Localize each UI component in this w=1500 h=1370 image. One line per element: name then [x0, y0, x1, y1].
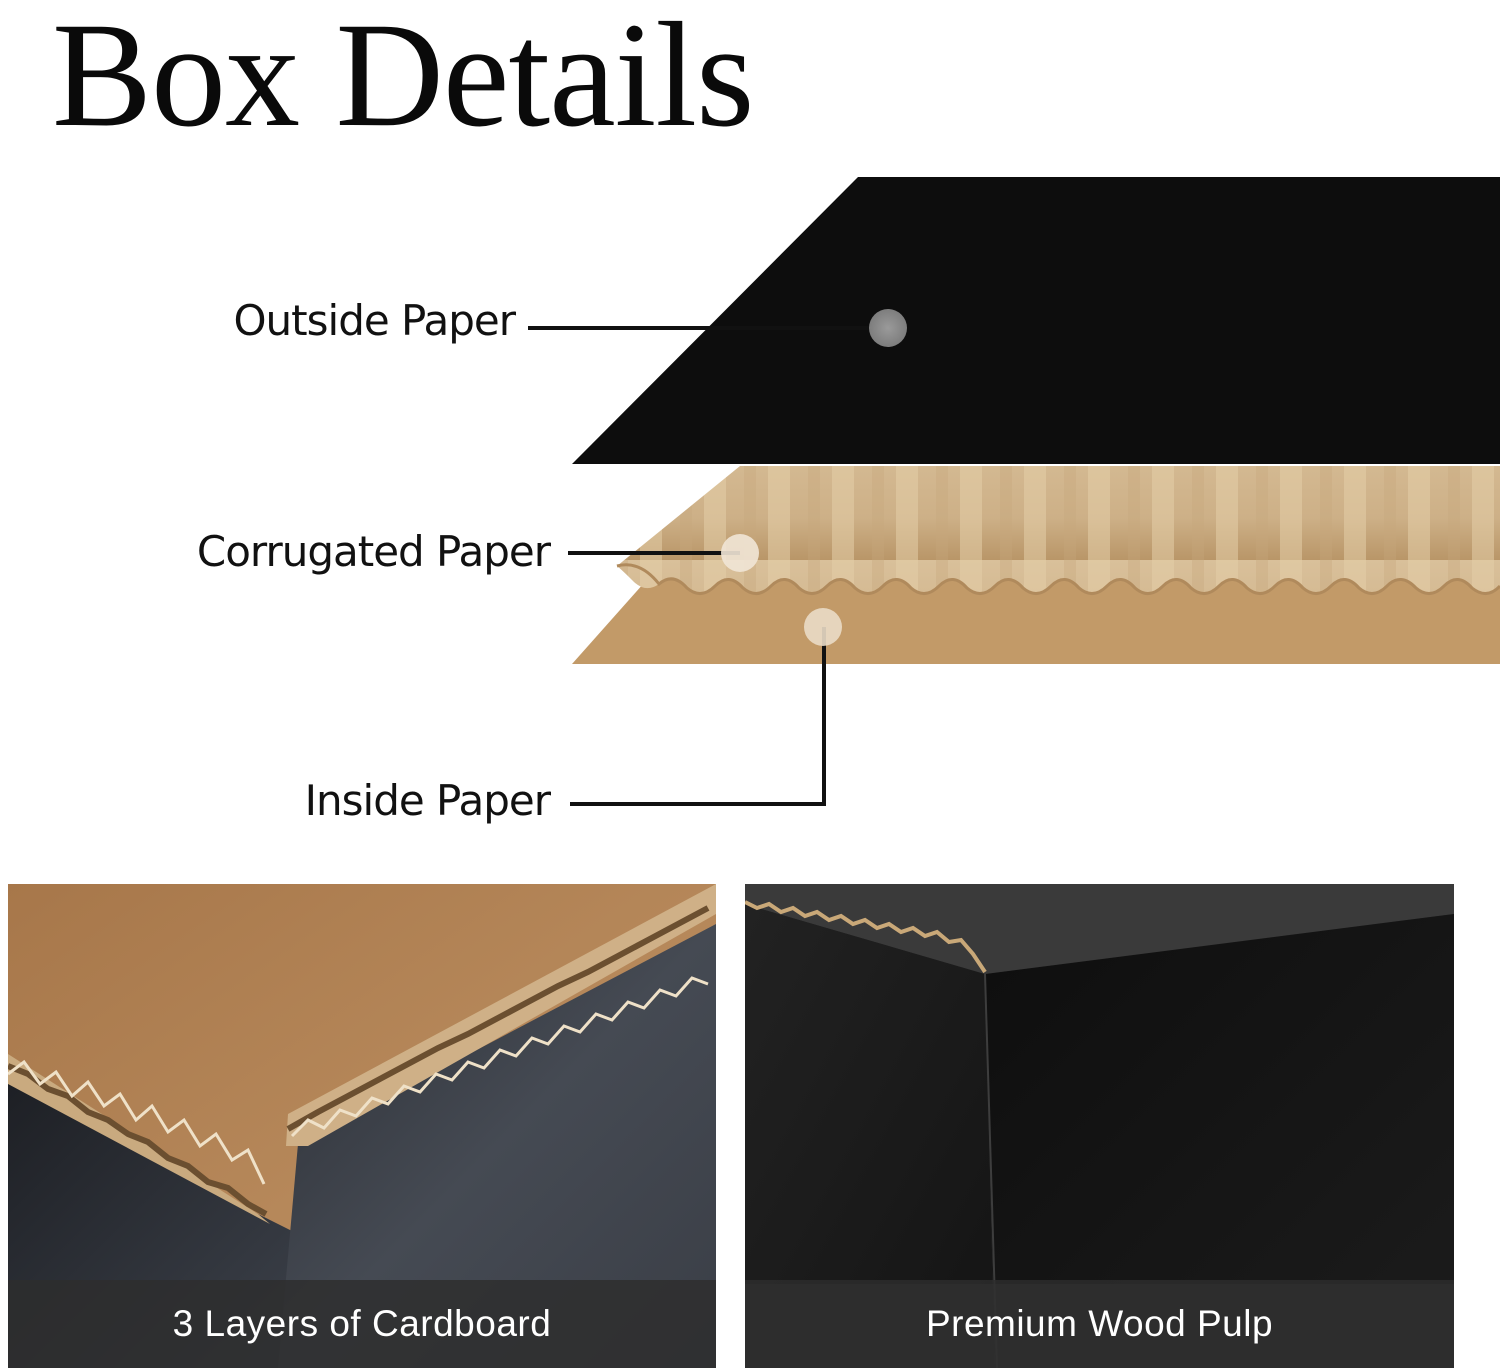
left-photo-caption: 3 Layers of Cardboard [172, 1303, 552, 1344]
inside-paper-label: Inside Paper [304, 776, 551, 825]
wood-pulp-box-photo: Premium Wood Pulp [745, 884, 1454, 1368]
corrugated-paper-label: Corrugated Paper [196, 527, 551, 576]
page-title: Box Details [52, 0, 754, 158]
left-caption-bar: 3 Layers of Cardboard [8, 1280, 716, 1368]
outside-paper-layer [572, 177, 1500, 464]
outside-paper-dot [869, 309, 907, 347]
right-photo-caption: Premium Wood Pulp [925, 1303, 1274, 1344]
inside-paper-leader [570, 627, 826, 806]
cardboard-layers-photo: 3 Layers of Cardboard [8, 884, 716, 1368]
layers-diagram [528, 177, 1500, 806]
outside-paper-label: Outside Paper [233, 296, 516, 345]
inside-paper-dot [804, 608, 842, 646]
corrugated-paper-dot [721, 534, 759, 572]
corrugated-paper-layer [617, 466, 1500, 594]
right-caption-bar: Premium Wood Pulp [745, 1280, 1454, 1368]
